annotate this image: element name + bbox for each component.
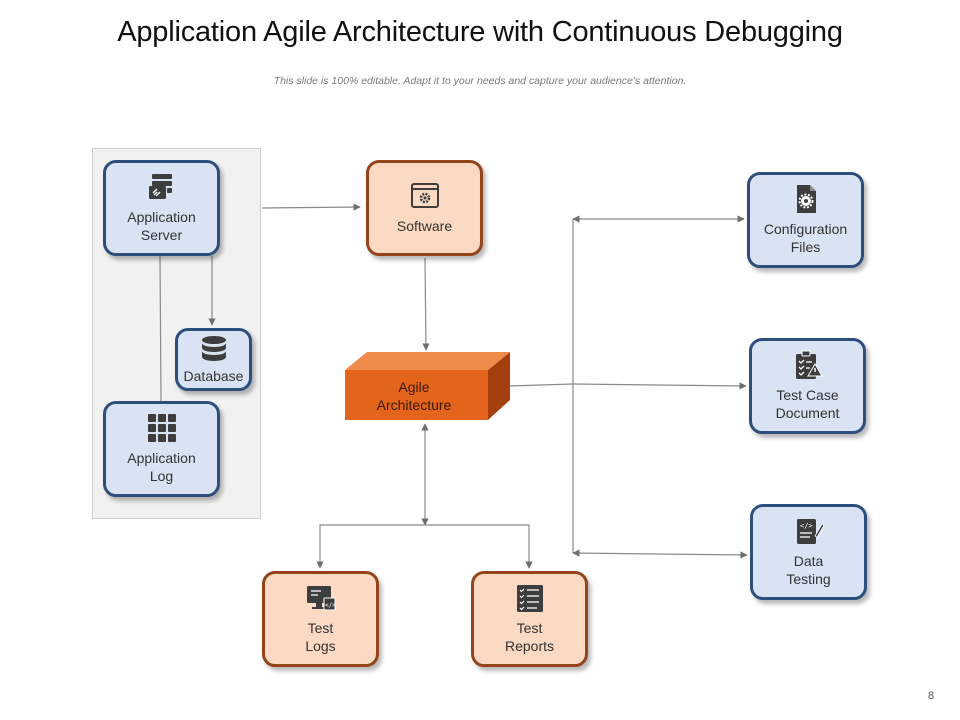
bus-to-testcase-connector — [572, 382, 747, 390]
application-server-node: Application Server — [103, 160, 220, 256]
database-node: Database — [175, 328, 252, 391]
slide-subtitle: This slide is 100% editable. Adapt it to… — [273, 75, 687, 87]
software-window-icon — [410, 181, 440, 211]
data-testing-label: Data Testing — [786, 553, 831, 587]
data-testing-node: </> Data Testing — [750, 504, 867, 600]
svg-text:</>: </> — [800, 522, 813, 530]
software-to-architecture-connector — [422, 257, 430, 351]
test-reports-label: Test Reports — [504, 620, 555, 654]
test-logs-label: Test Logs — [305, 620, 336, 654]
application-log-node: Application Log — [103, 401, 220, 497]
tests-branch-connector — [316, 524, 533, 569]
monitor-code-icon: </> — [306, 583, 336, 613]
page-number: 8 — [928, 690, 935, 702]
software-label: Software — [396, 218, 453, 234]
architecture-to-bus-connector — [507, 383, 574, 387]
svg-text:</>: </> — [325, 602, 336, 609]
server-to-software-connector — [261, 203, 361, 211]
test-reports-node: Test Reports — [471, 571, 588, 667]
application-log-label: Application Log — [127, 450, 196, 484]
configuration-files-label: Configuration Files — [763, 221, 848, 255]
config-file-icon — [791, 184, 821, 214]
configuration-files-node: Configuration Files — [747, 172, 864, 268]
database-label: Database — [183, 368, 244, 384]
test-clipboard-icon — [793, 350, 823, 380]
test-logs-node: </> Test Logs — [262, 571, 379, 667]
code-document-icon: </> — [794, 516, 825, 546]
database-icon — [199, 334, 229, 364]
checklist-icon — [515, 583, 545, 613]
test-case-document-label: Test Case Document — [775, 387, 840, 421]
test-case-document-node: Test Case Document — [749, 338, 866, 434]
agile-architecture-label: Agile Architecture — [376, 379, 452, 413]
app-grid-icon — [147, 413, 177, 443]
software-node: Software — [366, 160, 483, 256]
application-server-label: Application Server — [127, 209, 196, 243]
slide-title: Application Agile Architecture with Cont… — [117, 16, 843, 48]
server-link-icon — [147, 172, 177, 202]
bus-to-datatesting-connector — [572, 549, 748, 559]
server-to-log-connector — [159, 255, 162, 402]
agile-architecture-block — [345, 352, 510, 420]
